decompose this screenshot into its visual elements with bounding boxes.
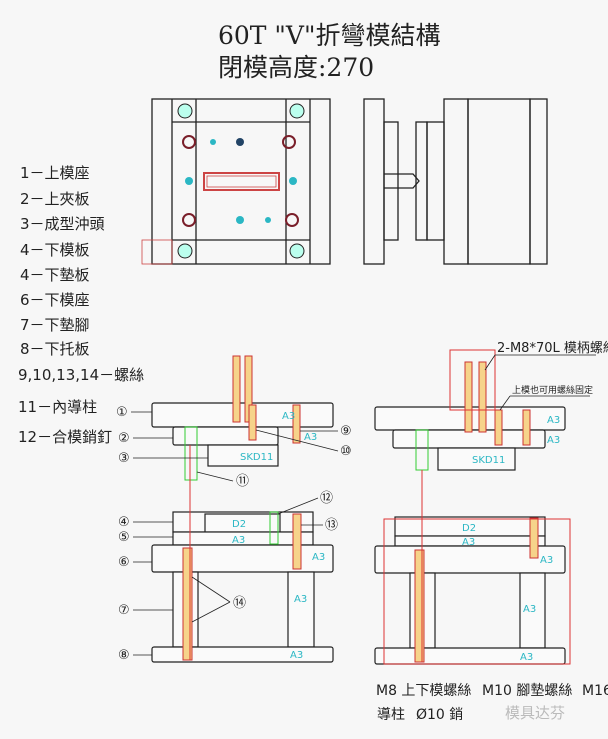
drawing-label: ⑬ (325, 518, 338, 533)
side-view (363, 98, 548, 265)
drawing-label: ⑩ (340, 444, 352, 459)
drawing-label: A3 (462, 537, 475, 548)
parts-legend: 1－上模座 2－上夾板 3－成型沖頭 4－下模板 4－下墊板 6－下模座 7－下… (18, 164, 144, 446)
drawing-label: A3 (294, 594, 307, 605)
drawing-label: ③ (118, 451, 130, 466)
drawing-label: ⑭ (233, 596, 246, 611)
closed-height: 閉模高度:270 (218, 53, 374, 82)
legend-item: 1－上模座 (20, 164, 90, 182)
legend-item: 3－成型沖頭 (20, 215, 105, 233)
bolt-icon (177, 103, 305, 259)
drawing-label: M10 腳墊螺絲 (482, 683, 572, 699)
footer-notes: M8 上下模螺絲 M10 腳墊螺絲 M16 導柱 Ø10 銷 模具达芬 (376, 683, 608, 723)
drawing-label: ④ (118, 515, 130, 530)
drawing-label: 導柱 (377, 707, 405, 723)
drawing-title: 60T "V"折彎模結構 (218, 21, 441, 50)
legend-item: 7－下墊腳 (20, 316, 90, 334)
drawing-label: D2 (232, 519, 246, 530)
drawing-label: ⑪ (236, 474, 249, 489)
legend-item: 12－合模銷釘 (18, 428, 112, 446)
drawing-label: A3 (547, 415, 560, 426)
watermark: 模具达芬 (505, 704, 565, 722)
legend-item: 8－下托板 (20, 340, 90, 358)
shank-screw-note: 2-M8*70L 模柄螺絲 (497, 341, 608, 356)
front-view-left: A3 A3 SKD11 D2 A3 A3 A3 A3 ① ② ③ ④ ⑤ ⑥ ⑦… (116, 355, 352, 663)
drawing-label: SKD11 (472, 455, 505, 466)
legend-item: 2－上夾板 (20, 190, 90, 208)
drawing-label: A3 (520, 652, 533, 663)
drawing-label: A3 (290, 650, 303, 661)
drawing-label: ⑥ (118, 555, 130, 570)
drawing-label: A3 (304, 432, 317, 443)
drawing-label: ⑤ (118, 530, 130, 545)
drawing-label: M8 上下模螺絲 (376, 683, 471, 699)
legend-item: 4－下模板 (20, 241, 90, 259)
drawing-label: ⑨ (340, 424, 352, 439)
drawing-label: ⑧ (118, 648, 130, 663)
drawing-label: M16 (582, 683, 608, 699)
legend-item: 6－下模座 (20, 291, 90, 309)
legend-item: 11－內導柱 (18, 398, 97, 416)
drawing-label: SKD11 (240, 452, 273, 463)
drawing-label: ① (116, 405, 128, 420)
drawing-label: ② (118, 431, 130, 446)
pin-hole-icon (182, 135, 299, 227)
drawing-label: A3 (540, 555, 553, 566)
front-view-right: A3 A3 SKD11 D2 A3 A3 A3 A3 2-M8*70L 模柄螺絲… (374, 341, 608, 665)
drawing-label: ⑫ (320, 491, 333, 506)
drawing-label: ⑦ (118, 603, 130, 618)
upper-fix-note: 上模也可用螺絲固定 (512, 384, 593, 396)
drawing-label: D2 (462, 523, 476, 534)
legend-item: 9,10,13,14－螺絲 (18, 366, 144, 384)
drawing-label: A3 (312, 552, 325, 563)
legend-item: 4－下墊板 (20, 266, 90, 284)
drawing-label: A3 (232, 535, 245, 546)
drawing-label: Ø10 銷 (416, 707, 463, 723)
drawing-label: A3 (547, 435, 560, 446)
drawing-label: A3 (523, 604, 536, 615)
part-callouts: ① ② ③ ④ ⑤ ⑥ ⑦ ⑧ ⑨ ⑩ ⑪ ⑫ ⑬ ⑭ (116, 405, 352, 663)
drawing-label: A3 (282, 411, 295, 422)
top-view (141, 98, 331, 265)
